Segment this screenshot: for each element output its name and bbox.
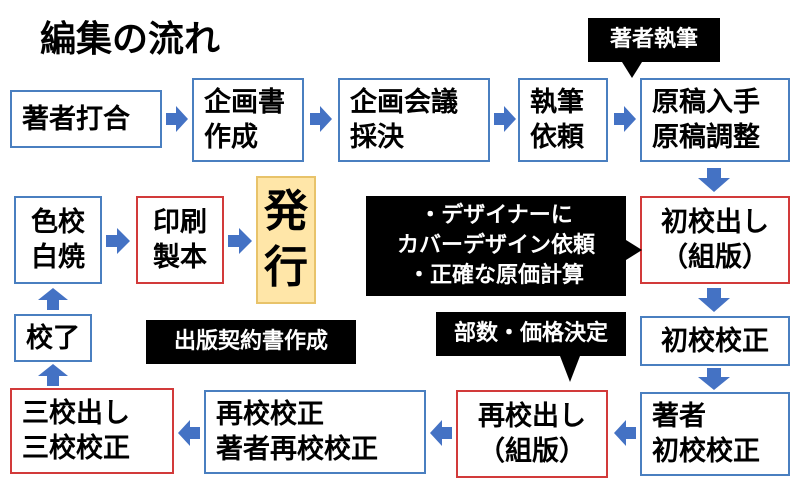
arrow-left-2	[430, 420, 452, 446]
step-color-proof: 色校 白焼	[14, 196, 102, 284]
arrow-right-2	[310, 106, 332, 132]
step-author-first-proof: 著者 初校校正	[640, 392, 790, 476]
step-plan-meeting: 企画会議 採決	[338, 78, 490, 162]
step-writing-request: 執筆 依頼	[518, 78, 608, 162]
arrow-right-4	[614, 106, 636, 132]
callout-copies-price-pointer	[560, 356, 580, 382]
step-author-meeting: 著者打合	[10, 90, 162, 148]
step-proof-done: 校了	[14, 314, 92, 362]
callout-designer-pointer	[626, 240, 642, 260]
step-second-proof: 再校校正 著者再校校正	[204, 390, 426, 474]
callout-contract: 出版契約書作成	[146, 320, 356, 364]
arrow-up-1	[38, 364, 68, 386]
callout-designer: ・デザイナーに カバーデザイン依頼 ・正確な原価計算	[366, 196, 626, 296]
step-manuscript: 原稿入手 原稿調整	[640, 78, 790, 162]
step-first-proof: 初校校正	[640, 316, 790, 366]
arrow-left-3	[178, 420, 200, 446]
arrow-right-6	[228, 228, 252, 254]
step-publication: 発 行	[256, 176, 316, 304]
step-printing: 印刷 製本	[136, 196, 224, 284]
arrow-right-1	[166, 106, 188, 132]
page-title: 編集の流れ	[40, 19, 221, 60]
arrow-left-1	[614, 420, 636, 446]
arrow-right-5	[106, 228, 130, 254]
arrow-down-3	[698, 368, 730, 390]
step-plan-document: 企画書 作成	[192, 78, 304, 162]
arrow-up-2	[38, 288, 68, 310]
callout-copies-price: 部数・価格決定	[436, 312, 626, 356]
arrow-down-2	[698, 288, 730, 312]
callout-author-writing: 著者執筆	[588, 18, 720, 62]
step-first-proof-out: 初校出し （組版）	[640, 196, 790, 284]
arrow-right-3	[494, 106, 516, 132]
arrow-down-1	[698, 168, 730, 192]
step-third-proof: 三校出し 三校校正	[10, 388, 174, 474]
step-second-proof-out: 再校出し （組版）	[456, 390, 608, 478]
callout-author-writing-pointer	[622, 62, 642, 78]
